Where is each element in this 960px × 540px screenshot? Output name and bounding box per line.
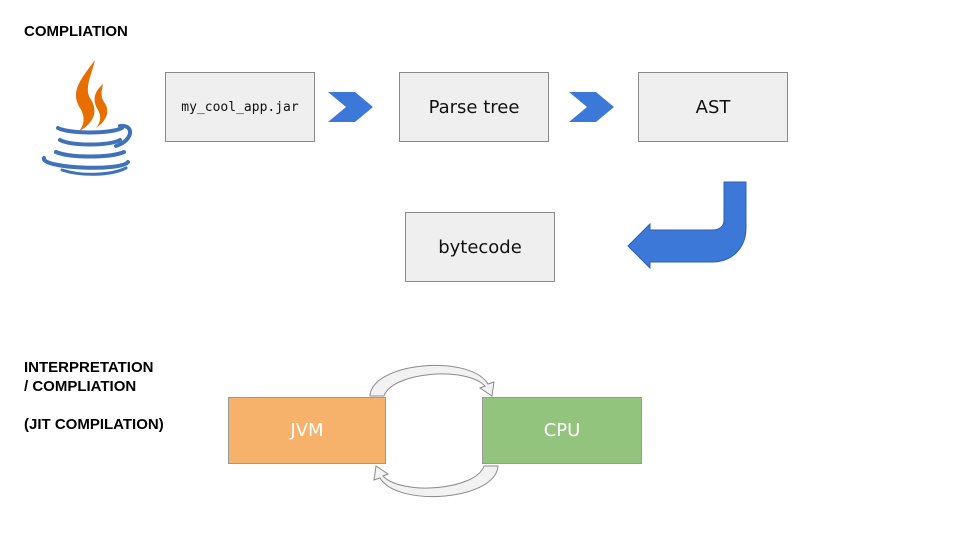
interpretation-heading: INTERPRETATION — [24, 359, 154, 376]
ast-box: AST — [638, 72, 788, 142]
bytecode-box: bytecode — [405, 212, 555, 282]
cycle-arrow-bottom-icon — [373, 465, 499, 497]
chevron-arrow-icon — [328, 92, 373, 122]
jar-file-box: my_cool_app.jar — [165, 72, 315, 142]
jit-compilation-heading: (JIT COMPILATION) — [24, 416, 164, 433]
cpu-box: CPU — [482, 397, 642, 464]
java-logo-icon — [41, 60, 132, 176]
chevron-arrow-icon — [569, 92, 614, 122]
jvm-box: JVM — [228, 397, 386, 464]
bent-arrow-icon — [627, 181, 747, 270]
compilation-heading: COMPLIATION — [24, 23, 128, 40]
cycle-arrow-top-icon — [369, 365, 495, 397]
compilation-subheading: / COMPLIATION — [24, 378, 137, 395]
parse-tree-box: Parse tree — [399, 72, 549, 142]
